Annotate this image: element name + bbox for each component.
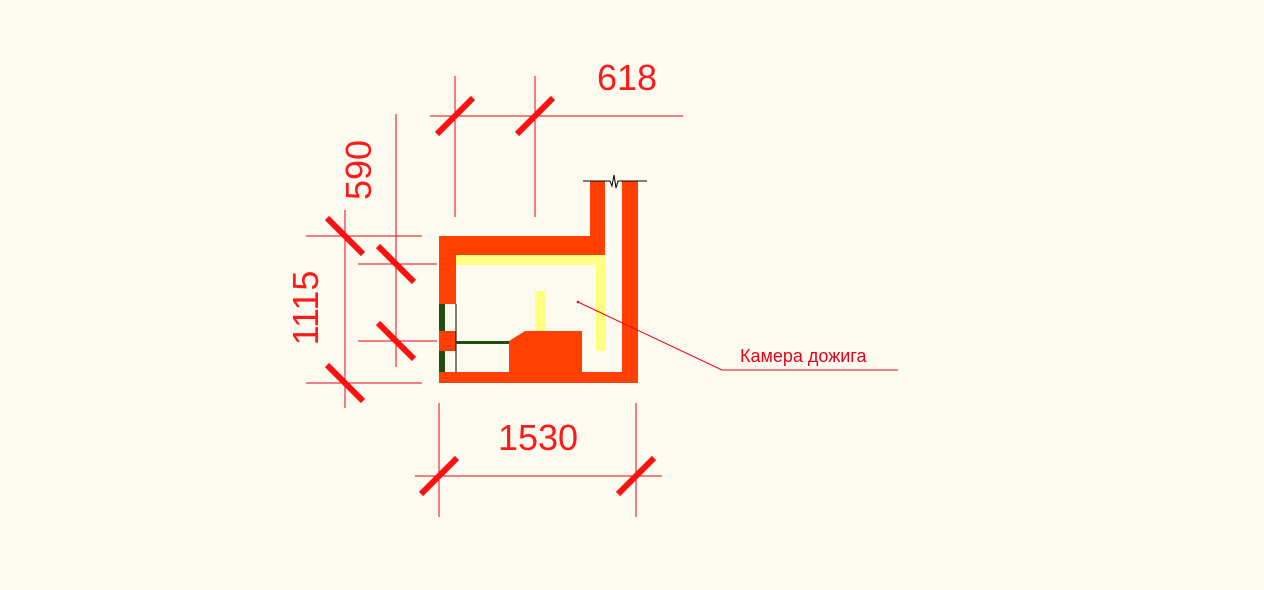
dimension-1115: 1115 [285,210,422,408]
chimney-inner-wall [590,181,605,255]
leader-camera: Камера дожига [576,300,898,371]
dimension-618: 618 [430,57,683,217]
heat-shield-top [456,255,605,265]
heat-shield-right [596,255,605,351]
right-wall [622,181,638,383]
grate [456,341,509,344]
dimension-1115-text: 1115 [285,271,326,346]
afterburner-label: Камера дожига [740,346,867,366]
dimension-1530-text: 1530 [498,417,578,458]
top-wall [439,236,605,255]
heat-shield-partition [535,291,545,331]
dimension-590-text: 590 [338,140,379,200]
firebox-door [439,304,445,331]
dimension-590: 590 [338,114,437,367]
stove-body [439,174,647,383]
door-divider [439,331,456,351]
ash-door [439,351,445,372]
bottom-wall [439,372,638,383]
firebox-block [509,331,582,372]
break-line-icon [583,174,647,189]
left-wall [439,236,456,304]
dimension-618-text: 618 [597,57,657,98]
dimension-1530: 1530 [415,403,662,517]
